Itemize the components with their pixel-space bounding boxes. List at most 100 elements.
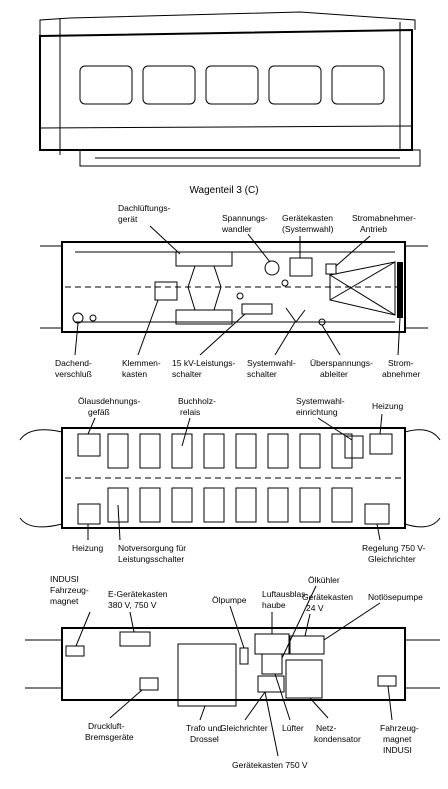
seat bbox=[107, 433, 129, 469]
leader-systemwahl bbox=[274, 321, 296, 356]
insulator-2 bbox=[236, 292, 244, 300]
panel-underfloor-plan: INDUSI Fahrzeug- magnet E-Gerätekasten 3… bbox=[25, 574, 440, 770]
leader-spannungswandler bbox=[247, 233, 271, 263]
label-egeraete-1: E-Gerätekasten bbox=[108, 589, 168, 599]
panel-side-elevation: Wagenteil 3 (C) bbox=[39, 11, 421, 196]
label-oelpumpe: Ölpumpe bbox=[212, 595, 247, 605]
label-luftausblas-1: Luftausblas- bbox=[262, 589, 308, 599]
seat bbox=[171, 487, 193, 523]
window-sill-line bbox=[39, 125, 413, 129]
label-regelung-1: Regelung 750 V- bbox=[362, 543, 425, 553]
selector-switch bbox=[285, 307, 306, 323]
oil-expansion-vessel bbox=[77, 433, 101, 457]
label-geraetekasten-sys-1: Gerätekasten bbox=[282, 213, 333, 223]
seat bbox=[235, 487, 257, 523]
label-systemwahlschalter-2: schalter bbox=[247, 369, 277, 379]
leader-stromabnehmer bbox=[397, 317, 401, 356]
label-netz-1: Netz- bbox=[316, 723, 336, 733]
label-stromabnehmer-2: abnehmer bbox=[382, 369, 420, 379]
label-netz-2: kondensator bbox=[314, 734, 361, 744]
indusi-magnet-top bbox=[65, 645, 85, 657]
side-window-5 bbox=[331, 65, 385, 105]
oil-cooler bbox=[261, 653, 283, 675]
label-notloese: Notlösepumpe bbox=[368, 592, 423, 602]
leader-egeraete bbox=[129, 611, 135, 633]
pantograph-frame bbox=[329, 261, 396, 316]
seat bbox=[299, 487, 321, 523]
leader-notversorgung bbox=[117, 504, 121, 541]
label-heizung-bottom: Heizung bbox=[72, 543, 103, 553]
seat bbox=[203, 433, 225, 469]
underfloor-outline bbox=[61, 627, 406, 701]
roof-gangway bbox=[40, 245, 428, 329]
voltage-transformer bbox=[264, 260, 280, 276]
underfloor-bogies bbox=[25, 639, 440, 689]
pantograph-head bbox=[397, 262, 403, 318]
label-gleichrichter: Gleichrichter bbox=[220, 723, 268, 733]
label-druckluft-2: Bremsgeräte bbox=[85, 732, 134, 742]
label-dachlueftung-2: gerät bbox=[118, 214, 138, 224]
leader-oelkuehler bbox=[281, 585, 317, 659]
label-indusi-top-2: Fahrzeug- bbox=[50, 585, 89, 595]
leader-indusi-bottom bbox=[387, 685, 393, 721]
label-dachend-2: verschluß bbox=[55, 369, 92, 379]
seat-row-upper bbox=[107, 433, 353, 469]
roof-vent-body bbox=[187, 265, 222, 311]
roof-vent-top bbox=[175, 251, 233, 267]
seat bbox=[203, 487, 225, 523]
heater-top bbox=[369, 433, 393, 455]
underframe bbox=[79, 149, 421, 167]
seat bbox=[107, 487, 129, 523]
leader-indusi-top bbox=[75, 611, 91, 647]
seat bbox=[171, 433, 193, 469]
label-systemwahl-einr-1: Systemwahl- bbox=[296, 396, 345, 406]
leader-dachlueftung bbox=[149, 225, 181, 255]
car-roof-line bbox=[69, 11, 416, 30]
label-leistungsschalter-2: schalter bbox=[172, 369, 202, 379]
leader-geraete750 bbox=[264, 691, 279, 757]
leader-trafo bbox=[199, 705, 206, 721]
line-capacitor bbox=[285, 659, 323, 699]
label-heizung-top: Heizung bbox=[372, 401, 403, 411]
e-equipment-box bbox=[119, 631, 151, 647]
roof-walkway bbox=[75, 251, 395, 323]
leader-heizung-top bbox=[379, 413, 383, 435]
equipment-box-24v bbox=[289, 635, 325, 655]
pantograph-drive bbox=[325, 263, 337, 275]
label-ueberspannung-1: Überspannungs- bbox=[310, 358, 373, 368]
caption-wagenteil: Wagenteil 3 (C) bbox=[189, 185, 258, 196]
label-trafo-2: Drossel bbox=[190, 734, 219, 744]
label-stromabnehmer-antrieb-1: Stromabnehmer- bbox=[352, 213, 416, 223]
leader-gleichrichter bbox=[244, 691, 266, 721]
label-stromabnehmer-antrieb-2: Antrieb bbox=[360, 224, 387, 234]
label-geraete24-2: 24 V bbox=[306, 603, 324, 613]
interior-outline bbox=[61, 427, 406, 529]
side-window-2 bbox=[142, 65, 196, 105]
transformer bbox=[177, 643, 237, 707]
label-regelung-2: Gleichrichter bbox=[368, 554, 416, 564]
seat bbox=[331, 433, 353, 469]
rectifier bbox=[257, 675, 285, 693]
side-window-1 bbox=[79, 65, 133, 105]
selector-equipment bbox=[344, 435, 364, 459]
label-klemmen-1: Klemmen- bbox=[122, 358, 161, 368]
leader-druckluft bbox=[109, 689, 143, 719]
label-buchholz-2: relais bbox=[180, 407, 200, 417]
seat bbox=[299, 433, 321, 469]
seat bbox=[139, 433, 161, 469]
rectifier-control bbox=[364, 503, 390, 525]
label-notversorgung-1: Notversorgung für bbox=[118, 543, 186, 553]
label-egeraete-2: 380 V, 750 V bbox=[108, 600, 157, 610]
air-outlet-hood bbox=[254, 633, 290, 655]
insulator-1 bbox=[89, 314, 97, 322]
label-systemwahl-einr-2: einrichtung bbox=[296, 407, 338, 417]
car-body-outline bbox=[39, 28, 413, 151]
label-oelausdehnung-2: gefäß bbox=[88, 407, 110, 417]
seat bbox=[267, 433, 289, 469]
leader-netzkondensator bbox=[309, 697, 329, 719]
label-indusi-top-1: INDUSI bbox=[50, 574, 79, 584]
leader-oelpumpe bbox=[229, 605, 245, 649]
label-geraetekasten-sys-2: (Systemwahl) bbox=[282, 224, 334, 234]
side-window-4 bbox=[268, 65, 322, 105]
